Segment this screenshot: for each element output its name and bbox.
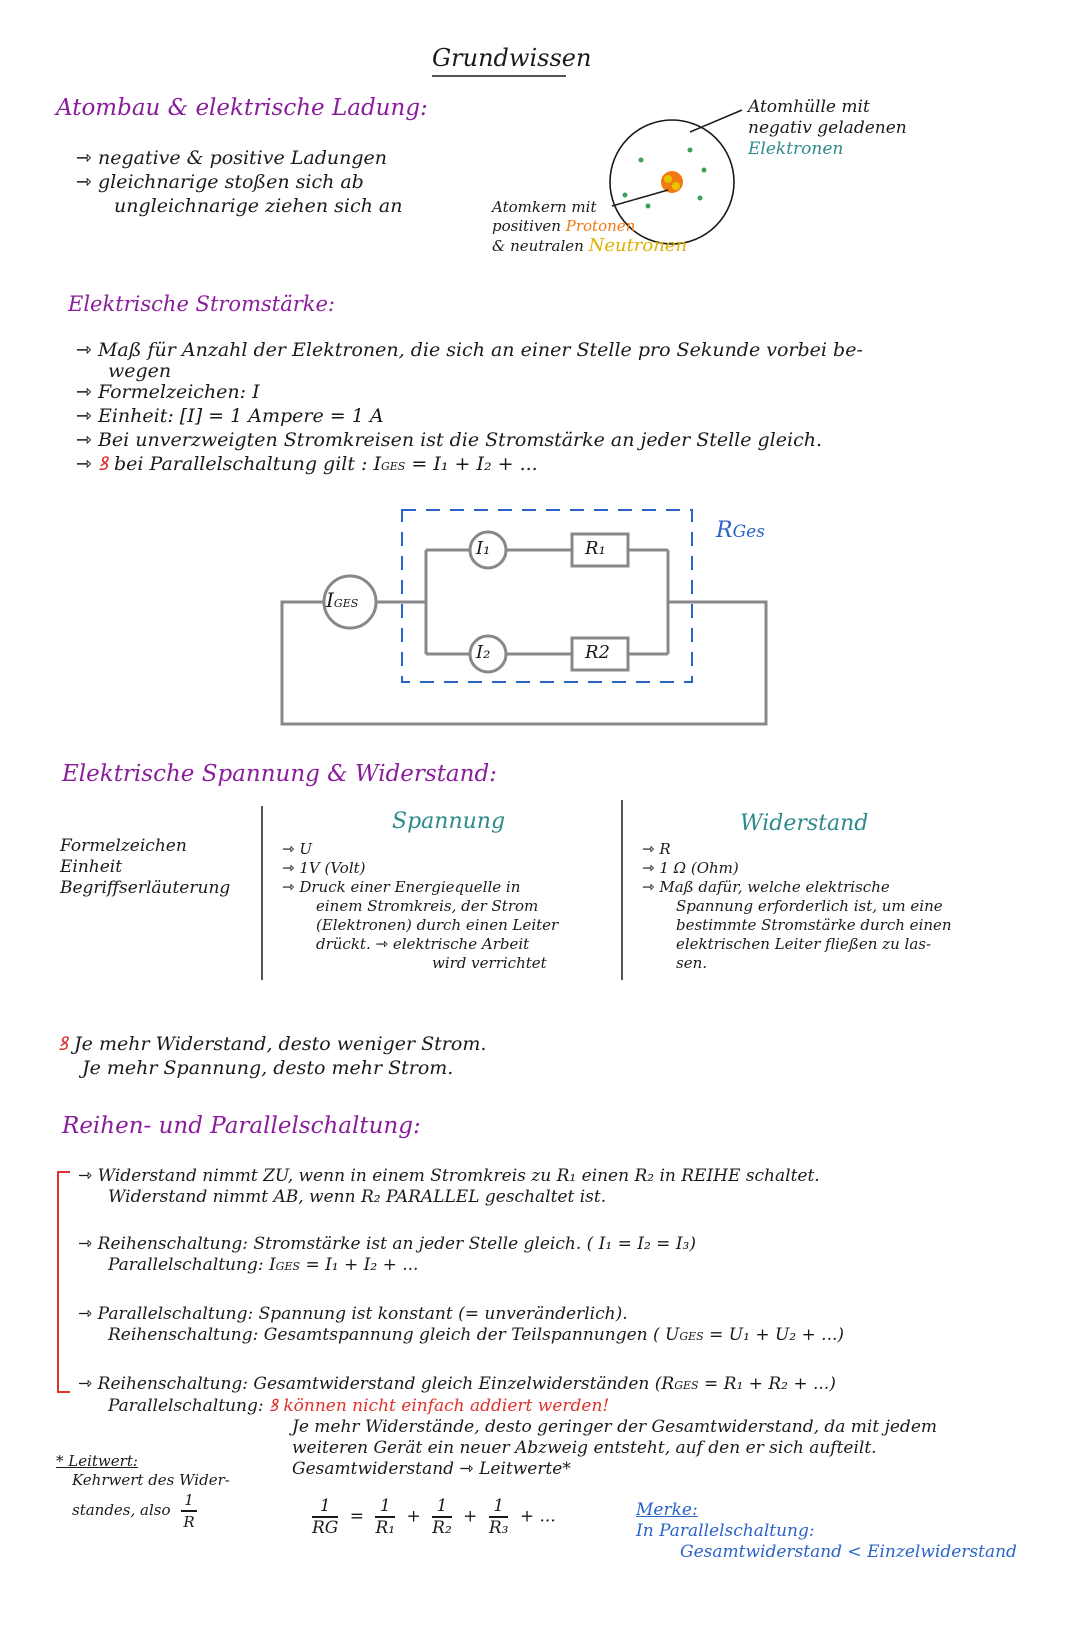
atom-bullet: ⇾ negative & positive Ladungen	[76, 147, 388, 169]
series-block-1: ⇾ Widerstand nimmt ZU, wenn in einem Str…	[78, 1166, 820, 1207]
circuit-label-r1: R₁	[585, 538, 606, 559]
current-bullet: ⇾ Formelzeichen: I	[76, 381, 260, 403]
current-bullet: ⇾ Bei unverzweigten Stromkreisen ist die…	[76, 429, 823, 451]
series-block-4: ⇾ Reihenschaltung: Gesamtwiderstand glei…	[78, 1374, 937, 1479]
leitwert-footnote: * Leitwert: Kehrwert des Wider- standes,…	[56, 1452, 230, 1531]
atom-shell-label: Atomhülle mit negativ geladenen Elektron…	[748, 97, 907, 159]
current-bullet: ⇾ ꝸ bei Parallelschaltung gilt : IGES = …	[76, 453, 538, 475]
circuit-label-i2: I₂	[476, 642, 491, 663]
atom-bullet: ⇾ gleichnarige stoßen sich ab	[76, 171, 364, 193]
atom-bullet: ungleichnarige ziehen sich an	[114, 195, 403, 217]
current-bullet: ⇾ Maß für Anzahl der Elektronen, die sic…	[76, 339, 863, 361]
voltage-rules: ꝸ Je mehr Widerstand, desto weniger Stro…	[58, 1033, 487, 1079]
widerstand-details: ⇾ R ⇾ 1 Ω (Ohm) ⇾ Maß dafür, welche elek…	[642, 840, 952, 972]
circuit-label-iges: IGES	[326, 588, 359, 612]
series-block-3: ⇾ Parallelschaltung: Spannung ist konsta…	[78, 1304, 845, 1345]
series-heading: Reihen- und Parallelschaltung:	[62, 1113, 421, 1139]
page-title: Grundwissen	[432, 44, 592, 72]
atom-heading: Atombau & elektrische Ladung:	[56, 95, 428, 121]
series-block-2: ⇾ Reihenschaltung: Stromstärke ist an je…	[78, 1234, 696, 1275]
current-bullets: ⇾ Maß für Anzahl der Elektronen, die sic…	[76, 338, 863, 479]
atom-bullets: ⇾ negative & positive Ladungen ⇾ gleichn…	[76, 146, 402, 218]
voltage-heading: Elektrische Spannung & Widerstand:	[62, 761, 497, 787]
circuit-label-i1: I₁	[476, 538, 491, 559]
circuit-label-rges: RGes	[716, 518, 765, 543]
voltage-row-labels: Formelzeichen Einheit Begriffserläuterun…	[60, 836, 231, 898]
atom-nucleus-label: Atomkern mit positiven Protonen & neutra…	[492, 198, 688, 256]
merke-note: Merke: In Parallelschaltung: Gesamtwider…	[636, 1500, 1017, 1562]
spannung-details: ⇾ U ⇾ 1V (Volt) ⇾ Druck einer Energieque…	[282, 840, 559, 972]
circuit-label-r2: R2	[585, 642, 611, 663]
widerstand-column-title: Widerstand	[740, 811, 869, 836]
spannung-column-title: Spannung	[392, 809, 506, 834]
current-bullet: ⇾ Einheit: [I] = 1 Ampere = 1 A	[76, 405, 384, 427]
current-heading: Elektrische Stromstärke:	[68, 292, 335, 316]
